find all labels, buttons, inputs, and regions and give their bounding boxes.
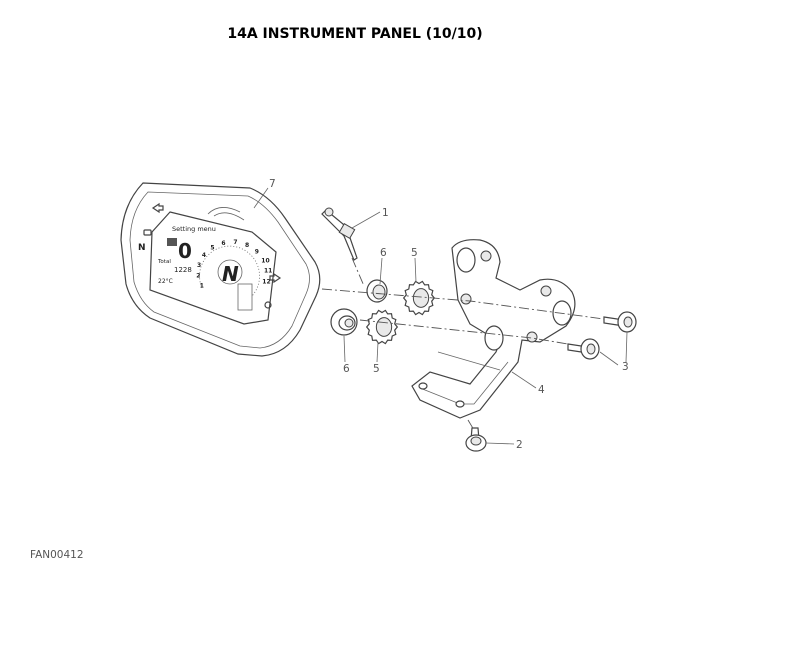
callout-2: 2 (516, 439, 523, 451)
rpm-tick-label: 9 (255, 248, 259, 255)
rpm-tick-label: 12 (262, 278, 270, 285)
lcd-odometer: 1228 (174, 266, 192, 274)
rpm-tick-label: 1 (200, 283, 204, 290)
callout-7: 7 (269, 178, 276, 190)
neutral-lamp-icon: N (138, 243, 146, 253)
rpm-tick-label: 6 (221, 240, 225, 247)
screw-bottom (465, 427, 487, 452)
lcd-menu-label: Setting menu (172, 225, 216, 233)
rpm-tick-label: 3 (197, 262, 201, 269)
rpm-tick-label: 11 (264, 268, 272, 275)
left-turn-indicator-icon (151, 202, 164, 214)
rpm-tick-label: 10 (261, 257, 269, 264)
cable-tie (321, 207, 358, 261)
right-turn-indicator-icon (269, 272, 282, 284)
lcd-gear: N (222, 262, 239, 286)
callout-numbers: 1 2 3 4 5 5 6 6 7 (269, 178, 629, 451)
mounting-axis-lower (359, 319, 569, 345)
lcd-speed: 0 (178, 239, 192, 263)
drawing-code: FAN00412 (30, 549, 84, 561)
callout-4: 4 (538, 384, 545, 396)
diagram-title: 14A INSTRUMENT PANEL (10/10) (227, 26, 483, 42)
lcd-total-label: Total (157, 259, 171, 265)
bracket (411, 239, 576, 419)
callout-leaders (253, 187, 628, 445)
spacer-upper (366, 279, 388, 303)
callout-6-upper: 6 (380, 247, 387, 259)
rpm-tick-label: 5 (210, 245, 214, 252)
callout-6-lower: 6 (343, 363, 350, 375)
mounting-axis-upper (321, 288, 605, 320)
rpm-tick-label: 7 (233, 239, 237, 246)
abs-lamp-icon (264, 301, 272, 309)
warning-lamp-icon (143, 229, 152, 236)
rpm-tick-label: 4 (202, 252, 206, 259)
spacer-lower (330, 308, 358, 336)
rpm-tick-label: 8 (245, 242, 249, 249)
screw-lower-right (567, 338, 600, 360)
callout-3: 3 (622, 361, 629, 373)
callout-5-lower: 5 (373, 363, 380, 375)
damper-upper (402, 280, 436, 316)
lcd-temperature: 22°C (158, 278, 173, 285)
mounting-axis-bottom (467, 419, 475, 431)
screw-upper-right (603, 311, 637, 333)
cable-tie-axis (351, 257, 365, 287)
damper-lower (365, 309, 399, 345)
callout-5-upper: 5 (411, 247, 418, 259)
rpm-tick-label: 2 (196, 272, 200, 279)
callout-1: 1 (382, 207, 389, 219)
